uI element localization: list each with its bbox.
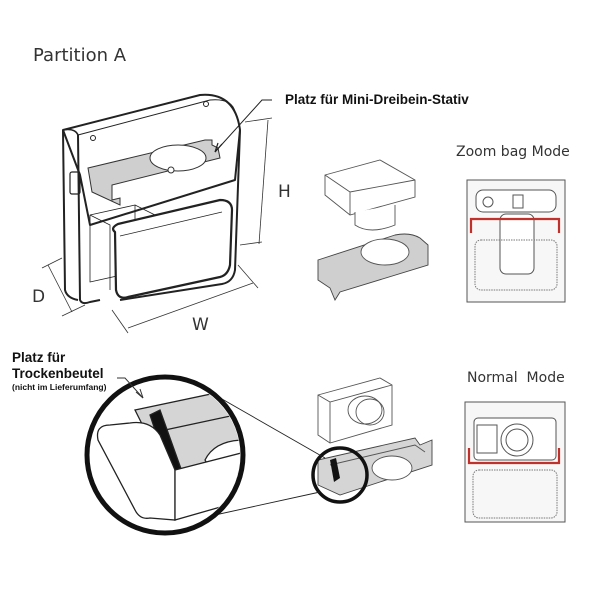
tripod-callout-arrow xyxy=(214,99,272,153)
drybag-callout-line2: Trockenbeutel xyxy=(12,366,104,381)
height-dimension xyxy=(239,117,273,246)
tripod-callout-label: Platz für Mini-Dreibein-Stativ xyxy=(285,92,469,107)
depth-dimension xyxy=(41,257,86,317)
width-label: W xyxy=(192,315,209,335)
height-label: H xyxy=(278,182,291,202)
depth-label: D xyxy=(32,287,46,307)
zoom-mode-panel xyxy=(466,179,566,303)
normal-mode-panel xyxy=(464,401,566,523)
zoom-mode-label: Zoom bag Mode xyxy=(456,144,570,160)
bag-illustration xyxy=(62,93,241,305)
magnifier-small xyxy=(311,446,369,504)
drybag-callout-arrow xyxy=(117,377,144,399)
normal-insert-exploded xyxy=(317,377,433,496)
tripod-insert xyxy=(87,139,221,206)
diagram-title: Partition A xyxy=(33,45,127,66)
zoom-insert-exploded xyxy=(317,159,429,301)
magnified-detail xyxy=(84,374,246,536)
width-dimension xyxy=(111,264,259,334)
drybag-callout-note: (nicht im Lieferumfang) xyxy=(12,382,107,392)
normal-mode-label: Normal Mode xyxy=(467,370,565,386)
zoom-connector-lines xyxy=(214,394,326,516)
drybag-callout-line1: Platz für xyxy=(12,350,66,365)
